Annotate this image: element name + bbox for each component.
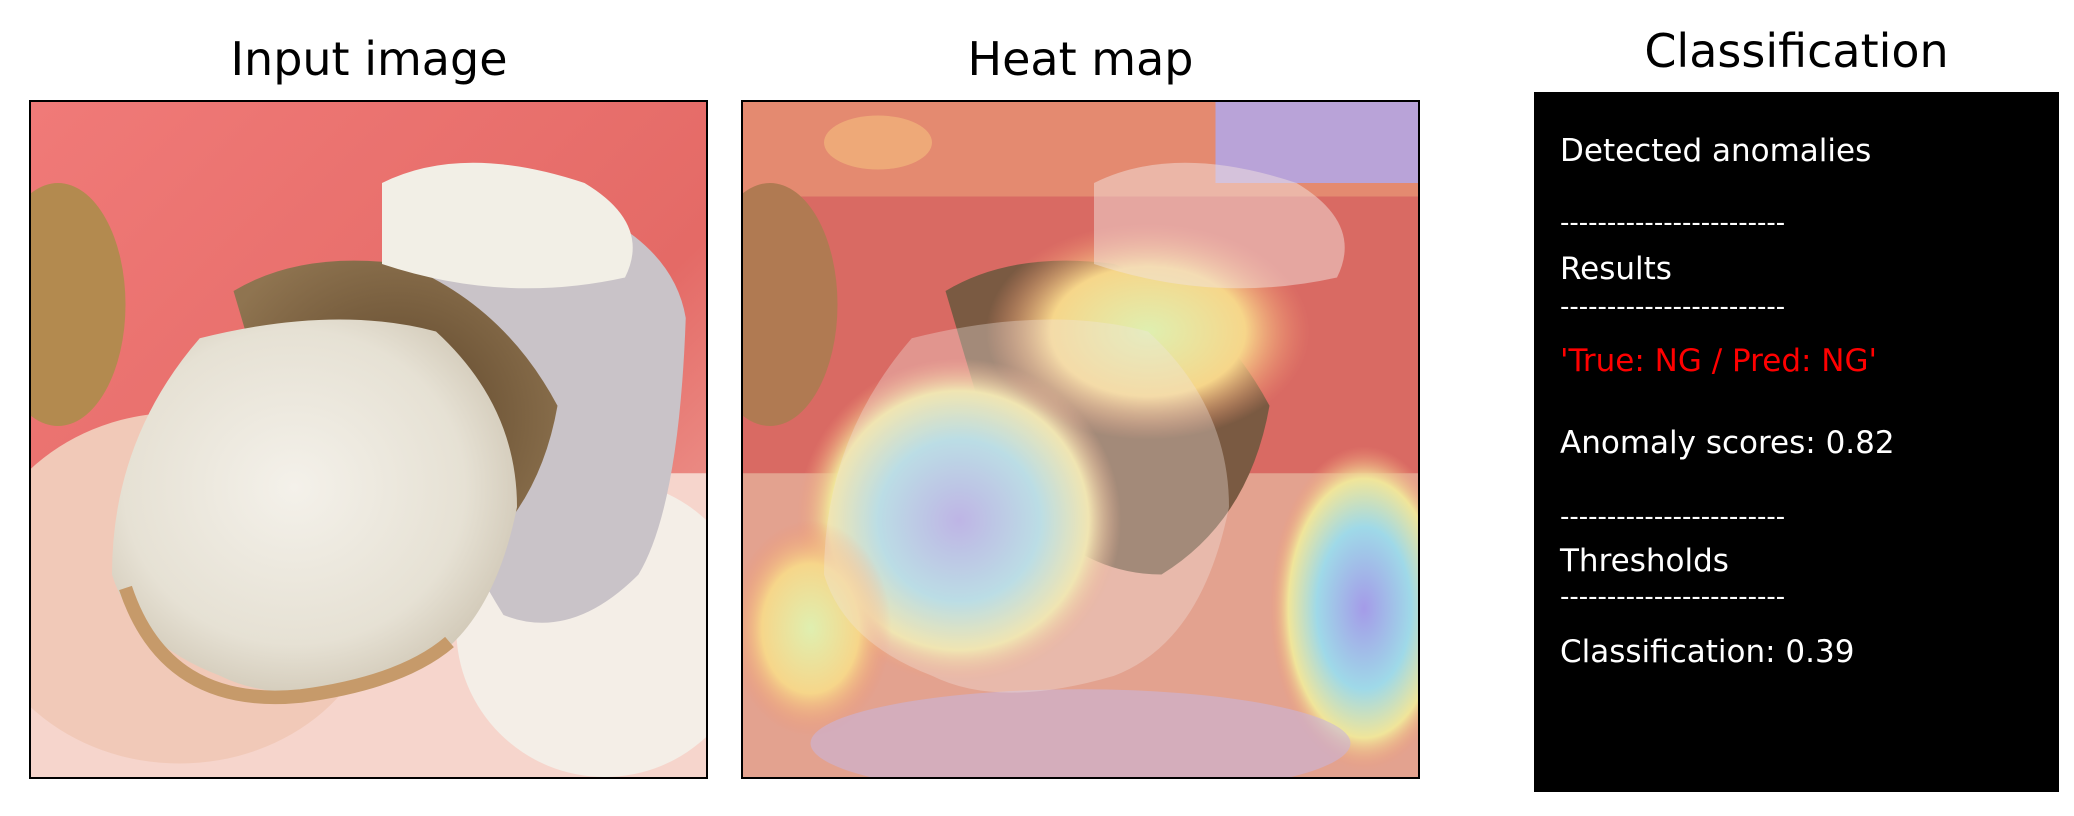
classification-threshold: Classification: 0.39 xyxy=(1560,634,1855,670)
separator: ------------------------ xyxy=(1560,292,1786,322)
detected-anomalies-heading: Detected anomalies xyxy=(1560,133,1872,169)
tooth-photo xyxy=(31,102,706,777)
input-image-title: Input image xyxy=(230,32,508,86)
separator: ------------------------ xyxy=(1560,582,1786,612)
heat-map-image xyxy=(741,100,1420,779)
prediction-verdict: 'True: NG / Pred: NG' xyxy=(1560,343,1878,379)
thresholds-heading: Thresholds xyxy=(1560,543,1729,579)
input-image xyxy=(29,100,708,779)
heat-map-overlay xyxy=(743,102,1418,777)
results-heading: Results xyxy=(1560,251,1672,287)
separator: ------------------------ xyxy=(1560,502,1786,532)
classification-title: Classification xyxy=(1644,24,1949,78)
classification-panel: Detected anomalies ---------------------… xyxy=(1534,92,2059,792)
separator: ------------------------ xyxy=(1560,208,1786,238)
heat-map-title: Heat map xyxy=(967,32,1194,86)
anomaly-score: Anomaly scores: 0.82 xyxy=(1560,425,1895,461)
